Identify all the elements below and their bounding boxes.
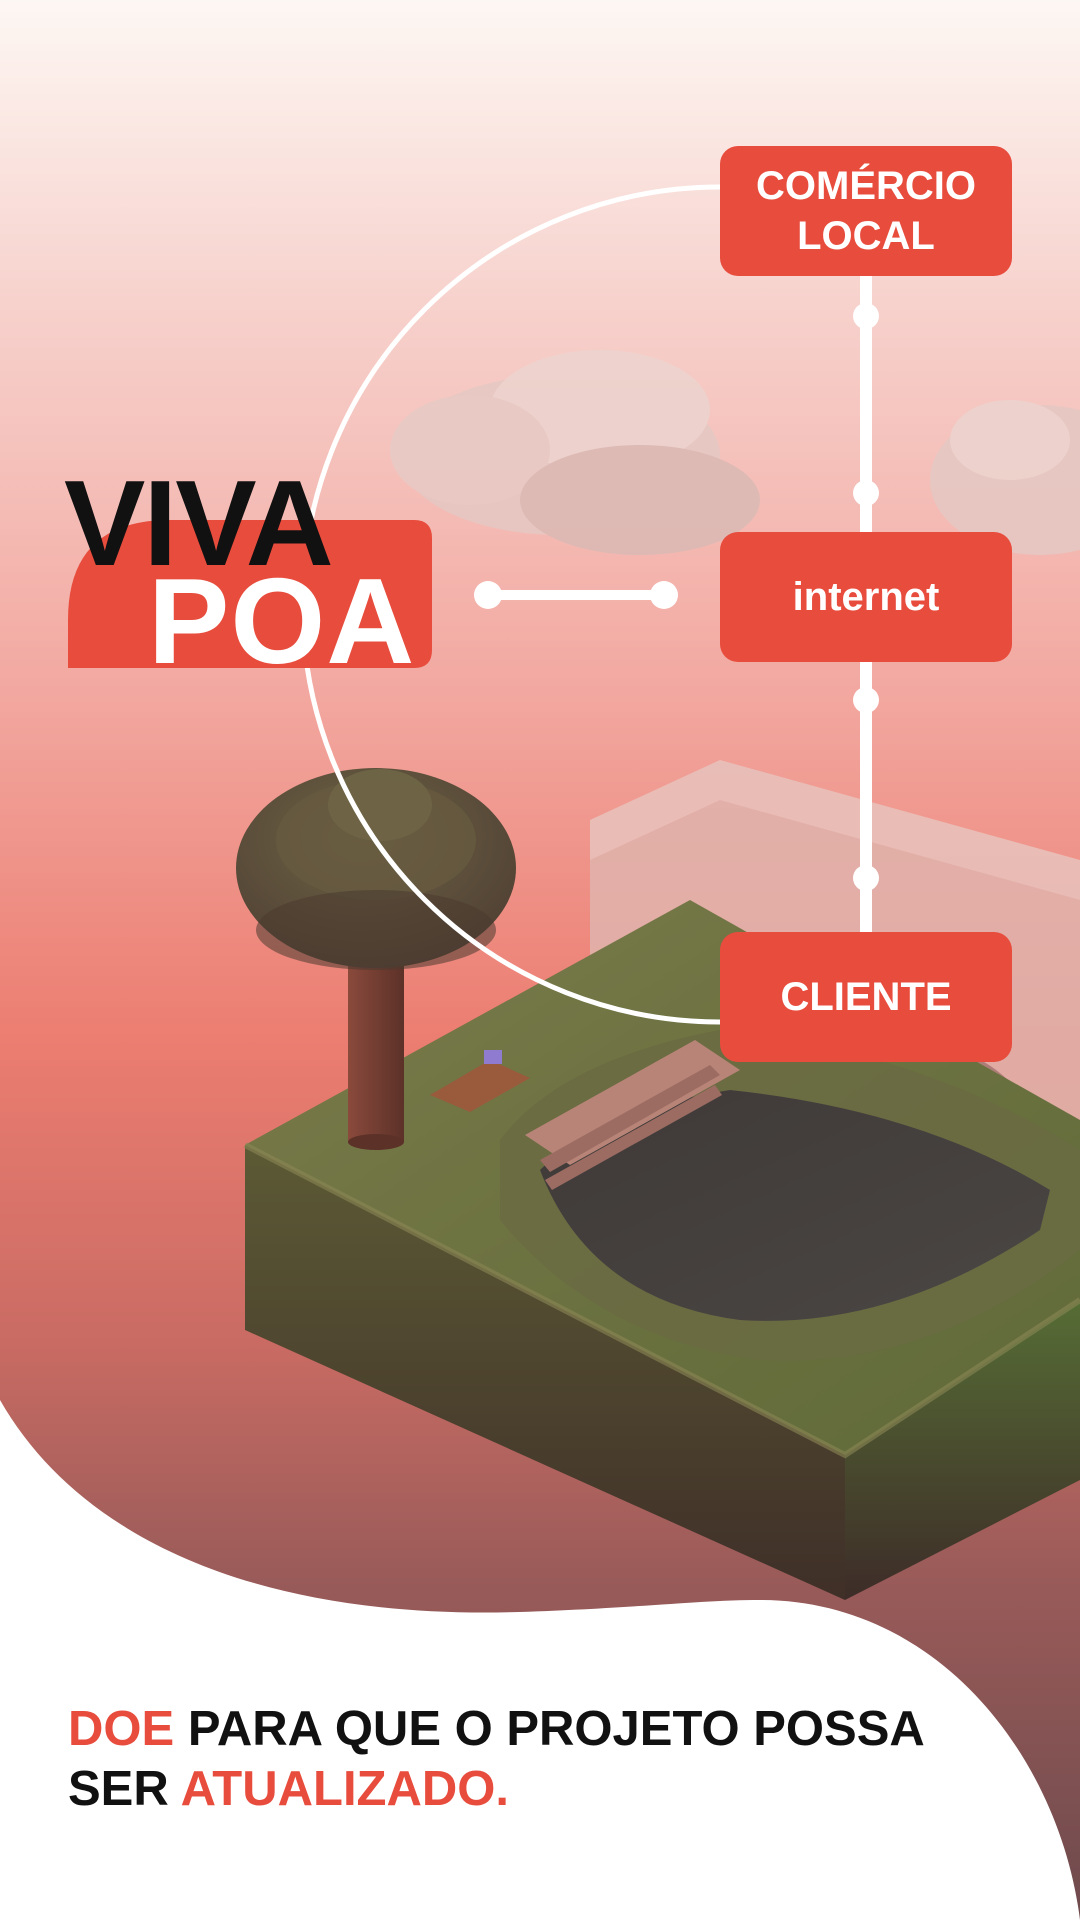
logo-viva-text: VIVA — [64, 455, 334, 591]
node-comercio-local: COMÉRCIO LOCAL — [720, 146, 1012, 276]
logo-badge — [68, 520, 432, 668]
bottom-wave — [0, 1400, 1080, 1920]
node-cliente: CLIENTE — [720, 932, 1012, 1062]
cta-part2: PARA QUE O PROJETO POSSA — [187, 1702, 925, 1756]
donation-call-to-action: DOE PARA QUE O PROJETO POSSA SER ATUALIZ… — [68, 1700, 1048, 1820]
cloud-left — [390, 350, 760, 555]
cta-part3: SER — [68, 1761, 169, 1816]
bench — [525, 1040, 740, 1190]
tree — [236, 768, 516, 1150]
cta-doe: DOE — [68, 1702, 175, 1756]
node-comercio-line2: LOCAL — [797, 214, 935, 258]
node-comercio-line1: COMÉRCIO — [756, 164, 976, 208]
cta-atualizado: ATUALIZADO. — [180, 1761, 509, 1816]
cloud-right — [930, 400, 1080, 555]
logo-poa-text: POA — [148, 553, 416, 689]
node-internet: internet — [720, 532, 1012, 662]
